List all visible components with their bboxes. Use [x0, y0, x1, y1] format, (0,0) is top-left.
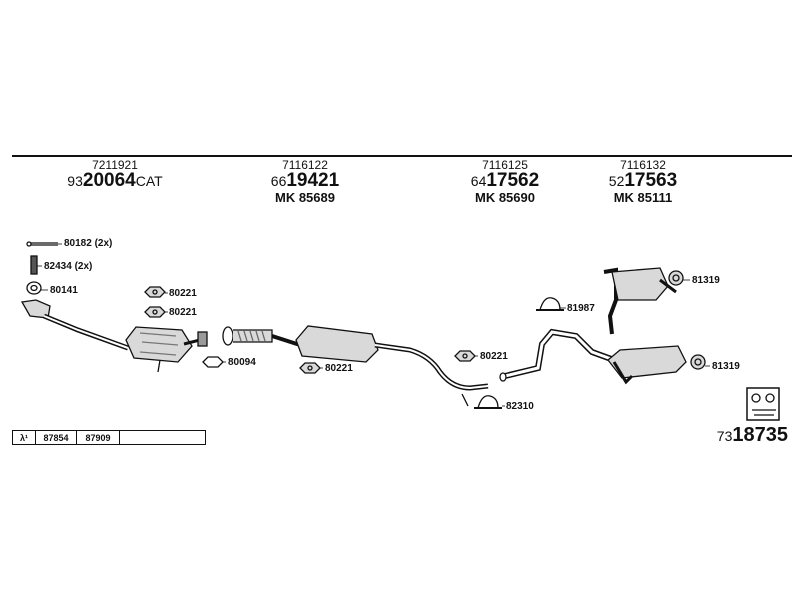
gasket-icon[interactable] [202, 356, 224, 368]
callout-80221: 80221 [169, 288, 197, 299]
front-pipe-catalyst[interactable] [20, 299, 208, 373]
part-header-front-muffler[interactable]: 7116122 6619421 MK 85689 [240, 158, 370, 206]
callout-80182: 80182 (2x) [64, 238, 113, 249]
u-clamp-icon[interactable] [536, 297, 564, 311]
bolt-icon[interactable] [26, 241, 58, 247]
catalog-logo-icon [746, 387, 780, 421]
clamp-icon[interactable] [454, 350, 476, 362]
callout-80221: 80221 [325, 363, 353, 374]
part-header-rear-muffler[interactable]: 7116132 5217563 MK 85111 [578, 158, 708, 206]
part-top-code: 7116132 [620, 158, 666, 172]
spring-icon[interactable] [30, 255, 38, 275]
kit-cell[interactable]: 87909 [77, 431, 120, 444]
callout-80221: 80221 [480, 351, 508, 362]
callout-80094: 80094 [228, 357, 256, 368]
part-main-code: 6417562 [470, 170, 540, 191]
part-mk-code: MK 85689 [275, 190, 335, 205]
part-mk-code: MK 85111 [613, 190, 673, 205]
part-main-code: 5217563 [608, 170, 678, 191]
part-top-code: 7116125 [482, 158, 528, 172]
callout-82310: 82310 [506, 401, 534, 412]
u-clamp-icon[interactable] [474, 395, 502, 409]
top-rule [12, 155, 792, 157]
clamp-icon[interactable] [144, 286, 166, 298]
part-header-middle-pipe[interactable]: 7116125 6417562 MK 85690 [440, 158, 570, 206]
callout-80141: 80141 [50, 285, 78, 296]
part-top-code: 7211921 [92, 158, 138, 172]
clamp-icon[interactable] [299, 362, 321, 374]
front-muffler[interactable] [222, 325, 489, 407]
part-top-code: 7116122 [282, 158, 328, 172]
kit-cell[interactable]: 87854 [36, 431, 77, 444]
part-main-code: 9320064CAT [67, 170, 163, 191]
lambda-sensor-icon: λ¹ [13, 431, 36, 444]
callout-81319: 81319 [712, 361, 740, 372]
set-number: 7318735 [716, 424, 788, 446]
callout-80221: 80221 [169, 307, 197, 318]
middle-pipe[interactable] [499, 328, 616, 382]
callout-81319: 81319 [692, 275, 720, 286]
callout-82434: 82434 (2x) [44, 261, 93, 272]
kit-cell [120, 431, 205, 444]
rubber-mount-icon[interactable] [668, 270, 684, 286]
part-header-cat[interactable]: 7211921 9320064CAT [50, 158, 180, 190]
rear-muffler-upper[interactable] [603, 267, 677, 335]
kit-table: λ¹ 87854 87909 [12, 430, 206, 445]
rear-muffler-lower[interactable] [607, 345, 687, 385]
rubber-mount-icon[interactable] [690, 354, 706, 370]
gasket-icon[interactable] [26, 281, 42, 295]
clamp-icon[interactable] [144, 306, 166, 318]
callout-81987: 81987 [567, 303, 595, 314]
part-mk-code: MK 85690 [475, 190, 535, 205]
part-main-code: 6619421 [270, 170, 340, 191]
